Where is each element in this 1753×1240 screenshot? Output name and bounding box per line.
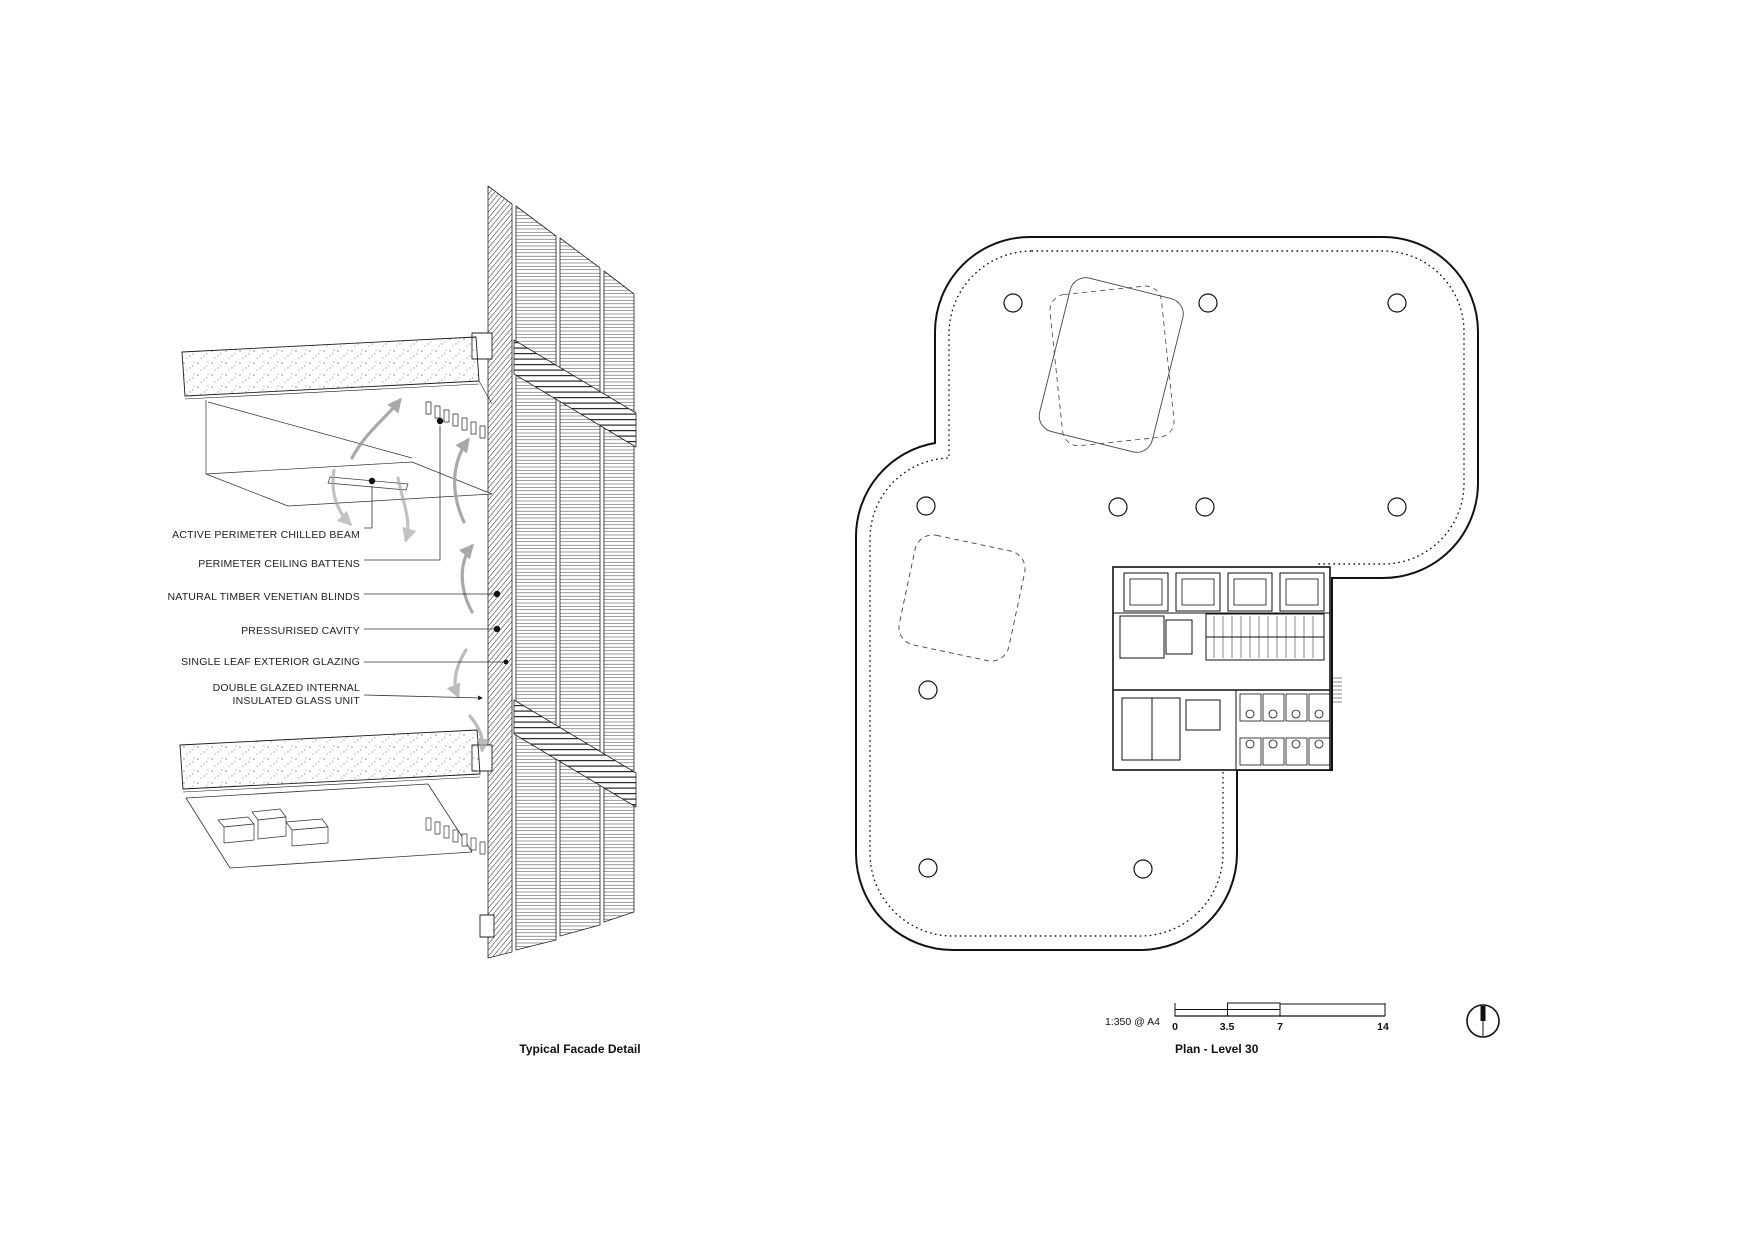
scale-tick-7: 7 <box>1277 1021 1283 1033</box>
floor-batten-comb <box>425 817 486 855</box>
louvre-wall <box>471 185 637 959</box>
ceiling-batten-comb <box>425 401 486 439</box>
facade-title: Typical Facade Detail <box>519 1042 641 1056</box>
leader-lines <box>363 417 509 701</box>
service-rooms <box>1113 615 1330 770</box>
stair <box>1205 613 1325 661</box>
timber-batten-band <box>513 339 637 808</box>
facade-label-pressurised-cavity: PRESSURISED CAVITY <box>241 625 360 637</box>
ceiling-zone <box>205 400 493 507</box>
plan-title: Plan - Level 30 <box>1175 1042 1259 1056</box>
facade-label-venetian-blinds: NATURAL TIMBER VENETIAN BLINDS <box>167 591 360 603</box>
top-floor-slab <box>181 336 493 405</box>
joinery-boxes <box>217 808 329 847</box>
facade-label-exterior-glazing: SINGLE LEAF EXTERIOR GLAZING <box>181 656 360 668</box>
north-arrow-icon <box>1466 1004 1500 1038</box>
grille-ticks <box>1332 677 1342 703</box>
facade-label-chilled-beam: ACTIVE PERIMETER CHILLED BEAM <box>172 529 360 541</box>
plan-scale-label: 1:350 @ A4 <box>1104 1016 1160 1028</box>
plan-setback-dotted-line <box>869 250 1465 937</box>
scale-tick-14: 14 <box>1377 1021 1389 1033</box>
facade-label-double-glazed-unit: DOUBLE GLAZED INTERNAL INSULATED GLASS U… <box>212 682 360 707</box>
facade-label-ceiling-battens: PERIMETER CEILING BATTENS <box>198 558 360 570</box>
toilet-stalls <box>1239 693 1331 766</box>
leader-dots <box>368 417 509 665</box>
lower-interior <box>185 783 486 869</box>
lift-bank <box>1113 572 1330 614</box>
scale-tick-0: 0 <box>1172 1021 1178 1033</box>
scale-tick-3-5: 3.5 <box>1219 1021 1235 1033</box>
facade-detail-drawing <box>179 185 637 959</box>
plan-core <box>1112 566 1342 771</box>
bottom-floor-slab <box>179 729 481 793</box>
plan-columns <box>916 293 1407 879</box>
plan-drawing <box>854 236 1500 1038</box>
scale-bar <box>1174 1002 1386 1017</box>
airflow-arrows <box>331 397 491 753</box>
void-dashed-outline <box>898 534 1026 662</box>
skylight-outline <box>1038 277 1184 453</box>
